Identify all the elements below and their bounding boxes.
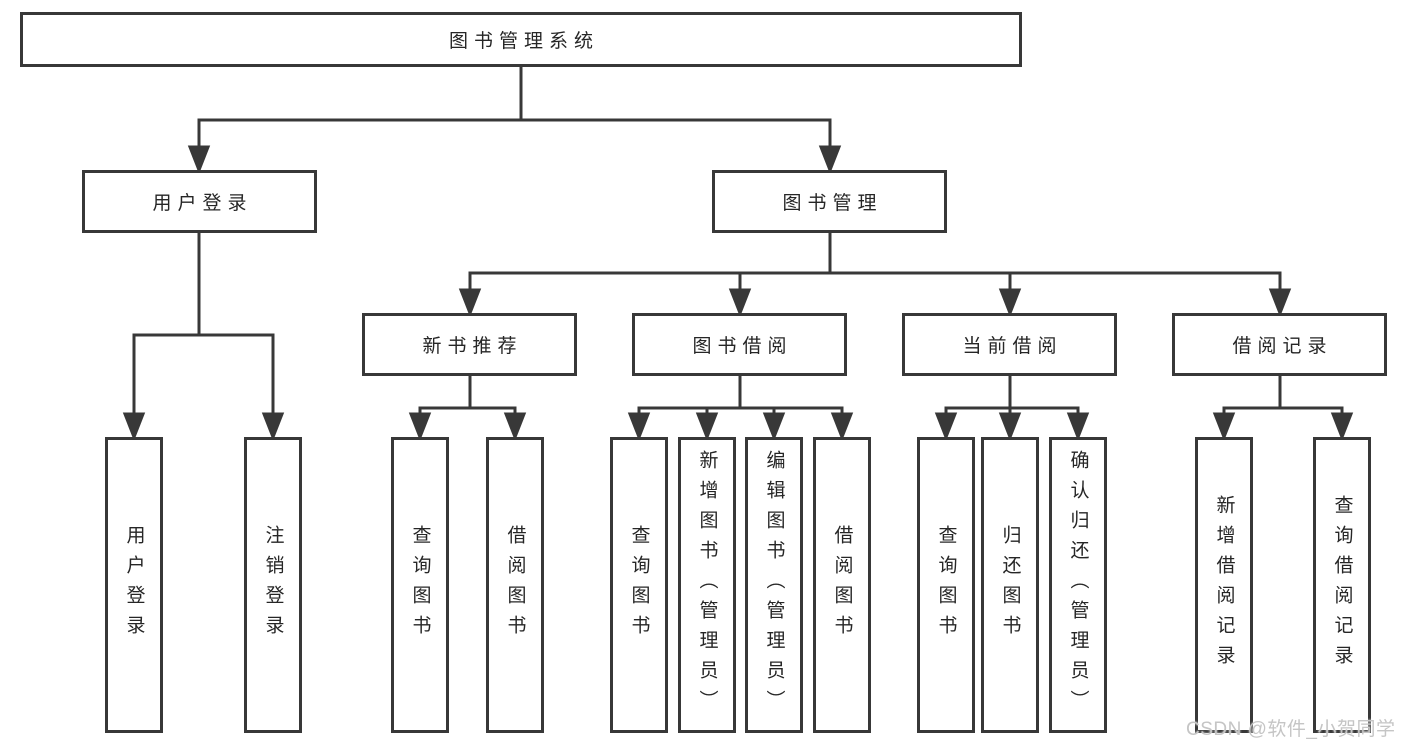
node-user-login: 用户登录 (82, 170, 317, 233)
leaf-add-books-admin-label: 新增图书（管理员） (696, 450, 718, 720)
leaf-borrow-books-label: 借阅图书 (831, 525, 853, 645)
node-new-book-recommend: 新书推荐 (362, 313, 577, 376)
leaf-confirm-return-admin-label: 确认归还（管理员） (1067, 450, 1089, 720)
leaf-return-books: 归还图书 (981, 437, 1039, 733)
leaf-edit-books-admin: 编辑图书（管理员） (745, 437, 803, 733)
leaf-borrow-query-books: 查询图书 (610, 437, 668, 733)
leaf-newbook-query-books-label: 查询图书 (409, 525, 431, 645)
node-current-borrow: 当前借阅 (902, 313, 1117, 376)
node-user-login-label: 用户登录 (152, 193, 253, 214)
leaf-newbook-query-books: 查询图书 (391, 437, 449, 733)
node-book-borrow: 图书借阅 (632, 313, 847, 376)
leaf-add-books-admin: 新增图书（管理员） (678, 437, 736, 733)
leaf-return-books-label: 归还图书 (999, 525, 1021, 645)
leaf-confirm-return-admin: 确认归还（管理员） (1049, 437, 1107, 733)
leaf-add-borrow-record-label: 新增借阅记录 (1213, 495, 1235, 675)
leaf-add-borrow-record: 新增借阅记录 (1195, 437, 1253, 733)
leaf-user-login: 用户登录 (105, 437, 163, 733)
leaf-newbook-borrow-books: 借阅图书 (486, 437, 544, 733)
leaf-borrow-query-books-label: 查询图书 (628, 525, 650, 645)
leaf-user-login-label: 用户登录 (123, 525, 145, 645)
watermark: CSDN @软件_小贺同学 (1186, 719, 1396, 740)
leaf-logout: 注销登录 (244, 437, 302, 733)
node-borrow-records: 借阅记录 (1172, 313, 1387, 376)
node-current-borrow-label: 当前借阅 (962, 336, 1063, 357)
leaf-newbook-borrow-books-label: 借阅图书 (504, 525, 526, 645)
leaf-borrow-books: 借阅图书 (813, 437, 871, 733)
node-new-book-recommend-label: 新书推荐 (422, 336, 523, 357)
node-borrow-records-label: 借阅记录 (1232, 336, 1333, 357)
leaf-query-borrow-record: 查询借阅记录 (1313, 437, 1371, 733)
leaf-logout-label: 注销登录 (262, 525, 284, 645)
node-book-management-label: 图书管理 (782, 193, 883, 214)
leaf-query-borrow-record-label: 查询借阅记录 (1331, 495, 1353, 675)
leaf-current-query-books: 查询图书 (917, 437, 975, 733)
node-book-borrow-label: 图书借阅 (692, 336, 793, 357)
leaf-edit-books-admin-label: 编辑图书（管理员） (763, 450, 785, 720)
node-root: 图书管理系统 (20, 12, 1022, 67)
node-root-label: 图书管理系统 (448, 31, 599, 52)
leaf-current-query-books-label: 查询图书 (935, 525, 957, 645)
node-book-management: 图书管理 (712, 170, 947, 233)
